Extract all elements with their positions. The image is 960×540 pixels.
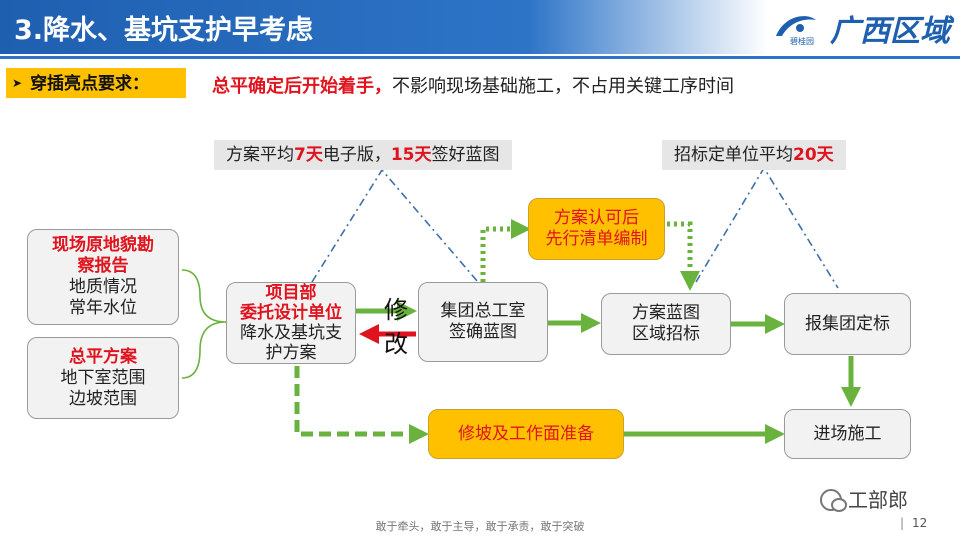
right-timing-bracket	[695, 166, 839, 289]
requirement-text: 总平确定后开始着手，不影响现场基础施工，不占用关键工序时间	[212, 72, 734, 98]
node-line: 方案认可后	[554, 208, 639, 228]
wechat-icon	[820, 489, 847, 512]
callout-days-tender: 20天	[793, 145, 834, 165]
arrow-project-to-slope	[294, 366, 429, 444]
node-line: 集团总工室	[440, 301, 526, 321]
callout-text: 电子版，	[322, 145, 391, 165]
revise-char-1: 修	[384, 296, 408, 324]
node-title: 委托设计单位	[240, 303, 342, 323]
bullet-arrow-icon: ➤	[12, 76, 23, 90]
callout-days-electronic: 7天	[294, 145, 323, 165]
node-line: 降水及基坑支	[240, 323, 342, 343]
node-line: 边坡范围	[69, 388, 137, 409]
logo-text: 碧桂园	[790, 37, 814, 46]
wechat-account: 工部郎	[820, 484, 908, 513]
node-title: 总平方案	[69, 346, 137, 367]
input-master-plan: 总平方案 地下室范围 边坡范围	[27, 337, 179, 419]
company-logo-icon	[776, 16, 816, 36]
callout-design-duration: 方案平均7天电子版，15天签好蓝图	[214, 140, 512, 170]
callout-text: 签好蓝图	[431, 145, 500, 165]
node-report-group: 报集团定标	[784, 293, 911, 355]
node-line: 签确蓝图	[449, 322, 517, 342]
page-number-value: 12	[912, 516, 928, 530]
wechat-name: 工部郎	[848, 488, 908, 512]
page-title: 3.降水、基坑支护早考虑	[14, 15, 314, 46]
node-line: 报集团定标	[805, 313, 890, 334]
node-line: 地质情况	[69, 277, 137, 297]
footer-motto: 敢于牵头，敢于主导，敢于承责，敢于突破	[375, 520, 585, 533]
node-slope-prep: 修坡及工作面准备	[428, 409, 624, 459]
node-title: 项目部	[265, 283, 317, 303]
requirement-label: 穿插亮点要求：	[30, 74, 150, 94]
callout-days-blueprint: 15天	[390, 145, 432, 165]
node-site-construction: 进场施工	[784, 409, 911, 459]
node-title: 现场原地貌勘察报告	[52, 235, 154, 276]
header-divider	[0, 56, 960, 59]
arrow-review-to-prelist	[480, 219, 531, 282]
callout-tender-duration: 招标定单位平均20天	[662, 140, 846, 170]
callout-text: 招标定单位平均	[674, 145, 793, 165]
callout-text: 方案平均	[226, 145, 294, 165]
node-line: 区域招标	[632, 324, 700, 344]
requirement-highlight: 总平确定后开始着手，	[212, 76, 392, 97]
node-line: 先行清单编制	[545, 229, 648, 249]
left-timing-bracket	[311, 168, 479, 283]
input-bracket	[181, 269, 227, 379]
node-line: 常年水位	[69, 298, 137, 318]
node-line: 进场施工	[813, 423, 882, 444]
requirement-label-box: ➤ 穿插亮点要求：	[6, 68, 186, 98]
node-group-review: 集团总工室 签确蓝图	[418, 282, 548, 362]
node-line: 方案蓝图	[632, 303, 700, 323]
node-line: 护方案	[265, 343, 317, 363]
node-tender: 方案蓝图 区域招标	[601, 293, 731, 355]
arrow-prelist-to-tender	[667, 221, 700, 291]
revise-char-2: 改	[384, 330, 408, 358]
input-site-survey: 现场原地貌勘察报告 地质情况 常年水位	[27, 229, 179, 325]
node-line: 地下室范围	[60, 367, 146, 388]
node-pre-list: 方案认可后 先行清单编制	[528, 198, 665, 260]
node-project-dept: 项目部 委托设计单位 降水及基坑支 护方案	[226, 282, 356, 364]
requirement-rest: 不影响现场基础施工，不占用关键工序时间	[392, 76, 734, 97]
page-number: 12	[900, 516, 927, 530]
brand-name: 广西区域	[830, 14, 950, 49]
node-line: 修坡及工作面准备	[458, 423, 594, 444]
